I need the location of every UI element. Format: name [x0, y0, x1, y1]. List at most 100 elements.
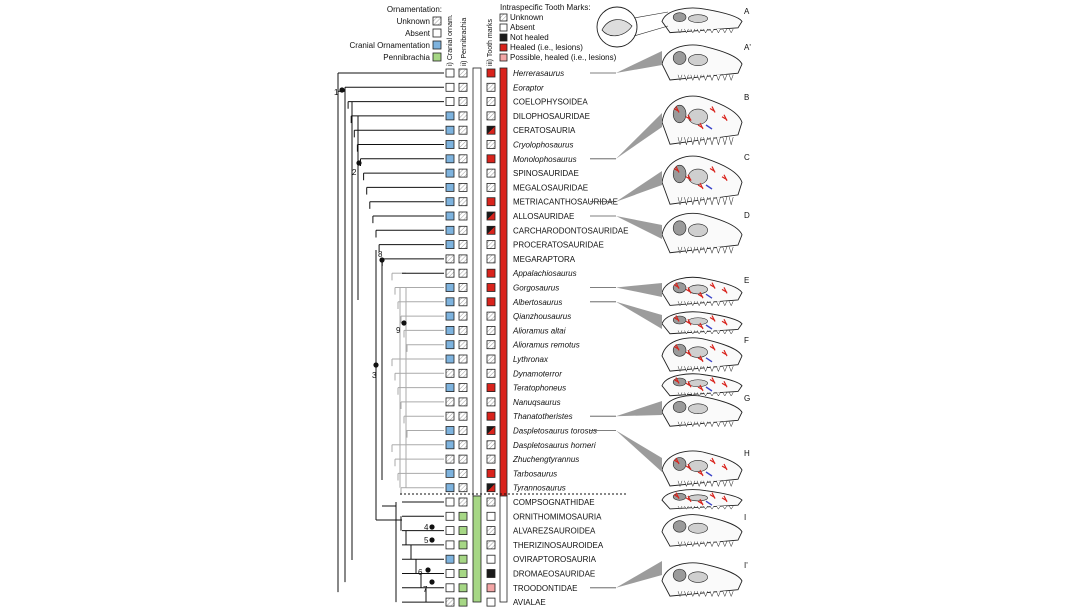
pennibrachia-cell — [458, 240, 468, 250]
skull-tooth — [716, 366, 721, 373]
pennibrachia-cell — [458, 383, 468, 393]
skull-tooth — [684, 366, 689, 373]
leader-wedge — [616, 401, 662, 417]
taxon-row: Zhuchengtyrannus — [406, 454, 579, 464]
taxon-name: METRIACANTHOSAURIDAE — [513, 198, 618, 207]
pennibrachia-cell — [458, 497, 468, 507]
node-label: 3 — [372, 371, 377, 380]
skull-tooth — [722, 421, 728, 428]
node-6: 6 — [418, 567, 431, 577]
tooth-marks-cell — [486, 197, 496, 207]
taxon-row: COMPSOGNATHIDAE — [402, 497, 595, 507]
taxon-name: Albertosaurus — [512, 298, 562, 307]
skull-tooth — [722, 137, 728, 146]
cranial-ornam-cell — [445, 426, 455, 435]
ornamentation-legend: Ornamentation: Unknown Absent Cranial Or… — [350, 5, 442, 62]
taxon-row: Albertosaurus — [406, 297, 562, 307]
taxon-row: ALVAREZSAUROIDEA — [402, 526, 596, 536]
skull-tooth — [690, 197, 696, 206]
skull-tooth — [728, 301, 734, 307]
tooth-mark-lesion — [721, 380, 728, 388]
skull-tooth — [728, 366, 734, 373]
tooth-marks-cell — [486, 397, 496, 407]
tooth-mark-lesion — [685, 287, 692, 294]
skull-label: C — [744, 153, 750, 162]
taxon-name: Herrerasaurus — [513, 69, 564, 78]
skull-tooth — [716, 541, 721, 548]
skull-tooth — [703, 74, 708, 82]
tooth-marks-legend: Intraspecific Tooth Marks: Unknown Absen… — [499, 3, 617, 62]
tooth-mark-lesion — [685, 114, 692, 122]
tooth-mark-lesion — [709, 106, 716, 113]
cranial-ornam-cell — [445, 583, 455, 593]
skull-orbit — [672, 568, 687, 582]
taxon-row: PROCERATOSAURIDAE — [402, 240, 604, 250]
taxon-name: Alioramus altai — [512, 326, 566, 335]
pennibrachia-cell — [458, 426, 468, 435]
tooth-mark-lesion — [721, 463, 728, 471]
tooth-mark-lesion — [697, 122, 704, 130]
tooth-mark-lesion — [709, 344, 716, 351]
tooth-mark-lesion — [709, 457, 716, 465]
tooth-mark-lesion — [685, 174, 692, 182]
taxon-row: CARCHARODONTOSAURIDAE — [402, 225, 628, 235]
taxon-name: CERATOSAURIA — [513, 126, 576, 135]
tooth-mark-unhealed — [705, 471, 713, 477]
leader-wedge — [616, 430, 662, 472]
skull-tooth — [716, 197, 721, 206]
skull-fenestra — [688, 108, 708, 125]
skull-fenestra — [688, 379, 708, 388]
taxon-name: THERIZINOSAUROIDEA — [513, 541, 604, 550]
taxon-name: Daspletosaurus torosus — [513, 427, 597, 436]
leader-wedge — [616, 51, 662, 73]
cranial-ornam-cell — [445, 97, 455, 106]
skull-tooth — [716, 505, 721, 510]
skull-orbit — [672, 51, 687, 65]
skull-tooth — [728, 505, 734, 510]
leader-wedge — [616, 216, 662, 239]
skull-tooth — [716, 246, 721, 255]
skull-tooth — [696, 137, 702, 146]
node-label: 2 — [352, 168, 357, 177]
skull-fenestra — [688, 168, 708, 185]
skull-drawing: A — [661, 7, 750, 34]
tooth-marks-cell — [486, 154, 496, 164]
pennibrachia-cell — [458, 197, 468, 207]
tooth-mark-lesion — [709, 315, 716, 322]
tooth-mark-lesion — [685, 380, 692, 388]
tooth-mark-lesion — [697, 322, 704, 330]
legend-tooth-swatch-possible — [499, 53, 508, 62]
skull-tooth — [709, 591, 715, 598]
leader-wedge — [616, 171, 662, 202]
skull-tooth — [690, 330, 696, 335]
pennibrachia-cell — [458, 597, 468, 607]
skull-tooth — [690, 421, 696, 428]
taxon-row: Alioramus remotus — [406, 340, 580, 350]
taxon-name: CARCHARODONTOSAURIDAE — [513, 226, 628, 235]
skull-orbit — [672, 492, 687, 501]
taxon-row: Alioramus altai — [406, 325, 566, 335]
pennibrachia-cell — [458, 168, 468, 178]
taxon-name: MEGALOSAURIDAE — [513, 183, 588, 192]
taxon-row: Daspletosaurus torosus — [406, 426, 597, 436]
tooth-mark-unhealed — [705, 386, 713, 392]
skull-tooth — [690, 480, 696, 488]
tooth-mark-lesion — [709, 282, 716, 289]
skull-orbit — [672, 282, 687, 294]
taxon-name: OVIRAPTOROSAURIA — [513, 555, 597, 564]
skull-tooth — [703, 480, 708, 488]
skull-tooth — [696, 421, 702, 428]
skull-label: A — [744, 7, 750, 16]
cranial-ornam-cell — [445, 254, 455, 264]
taxon-name: Tyrannosaurus — [513, 484, 566, 493]
taxon-name: DILOPHOSAURIDAE — [513, 112, 590, 121]
taxon-name: Lythronax — [513, 355, 549, 364]
node-dot — [339, 87, 345, 93]
cranial-ornam-cell — [445, 411, 455, 421]
cranial-ornam-cell — [445, 511, 455, 521]
pennibrachia-cell — [458, 511, 468, 521]
tooth-marks-cell — [486, 82, 496, 92]
skull-tooth — [684, 74, 689, 82]
skull-drawing: G — [661, 394, 750, 428]
